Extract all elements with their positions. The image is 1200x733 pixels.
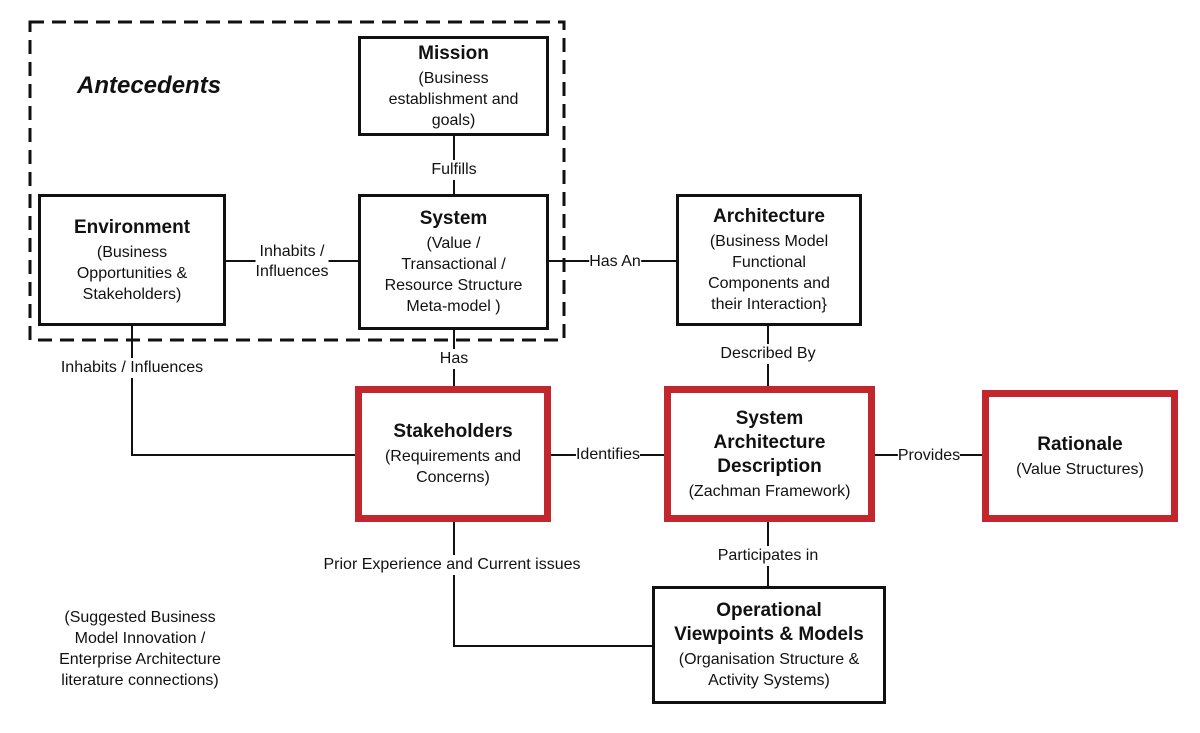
- node-environment: Environment (Business Opportunities & St…: [38, 194, 226, 326]
- node-operational-title: Operational Viewpoints & Models: [674, 600, 864, 645]
- node-architecture: Architecture (Business Model Functional …: [676, 194, 862, 326]
- node-operational-desc: (Organisation Structure & Activity Syste…: [678, 651, 860, 689]
- node-mission: Mission (Business establishment and goal…: [358, 36, 549, 136]
- edge-label-inhabits-influences-2: Inhabits / Influences: [60, 358, 204, 378]
- node-mission-title: Mission: [418, 42, 489, 64]
- edge-label-described-by: Described By: [720, 344, 816, 364]
- node-system-title: System: [419, 208, 488, 229]
- antecedents-heading: Antecedents: [77, 72, 222, 99]
- node-architecture-desc: (Business Model Functional Components an…: [708, 233, 830, 313]
- edge-label-fulfills: Fulfills: [431, 160, 477, 180]
- edge-label-prior-experience: Prior Experience and Current issues: [323, 555, 581, 575]
- antecedents-group-border: [28, 20, 566, 342]
- node-stakeholders: Stakeholders (Requirements and Concerns): [355, 386, 551, 522]
- node-system: System (Value / Transactional / Resource…: [358, 194, 549, 330]
- node-system-desc: (Value / Transactional / Resource Struct…: [384, 235, 523, 315]
- node-sad-title: System Architecture Description: [713, 407, 826, 477]
- edge-label-identifies: Identifies: [575, 445, 641, 465]
- node-rationale-title: Rationale: [1037, 433, 1123, 455]
- edge-label-inhabits-influences-1: Inhabits / Influences: [255, 242, 329, 282]
- edge-label-has-an: Has An: [589, 252, 641, 272]
- literature-note: (Suggested Business Model Innovation / E…: [59, 609, 221, 689]
- node-architecture-title: Architecture: [713, 206, 825, 227]
- node-environment-desc: (Business Opportunities & Stakeholders): [76, 243, 188, 303]
- edge-label-has: Has: [439, 349, 469, 369]
- node-rationale-desc: (Value Structures): [1016, 460, 1144, 478]
- node-rationale: Rationale (Value Structures): [982, 390, 1178, 522]
- edge-stakeholders-operational: [453, 522, 652, 647]
- node-stakeholders-title: Stakeholders: [393, 421, 513, 442]
- node-stakeholders-desc: (Requirements and Concerns): [384, 448, 522, 486]
- node-operational-viewpoints: Operational Viewpoints & Models (Organis…: [652, 586, 886, 704]
- node-mission-desc: (Business establishment and goals): [388, 69, 519, 129]
- node-sad-desc: (Zachman Framework): [688, 482, 851, 500]
- node-environment-title: Environment: [73, 216, 191, 238]
- node-system-architecture-description: System Architecture Description (Zachman…: [664, 386, 875, 522]
- edge-environment-stakeholders: [131, 326, 358, 456]
- edge-label-provides: Provides: [897, 446, 961, 466]
- edge-label-participates-in: Participates in: [717, 546, 819, 566]
